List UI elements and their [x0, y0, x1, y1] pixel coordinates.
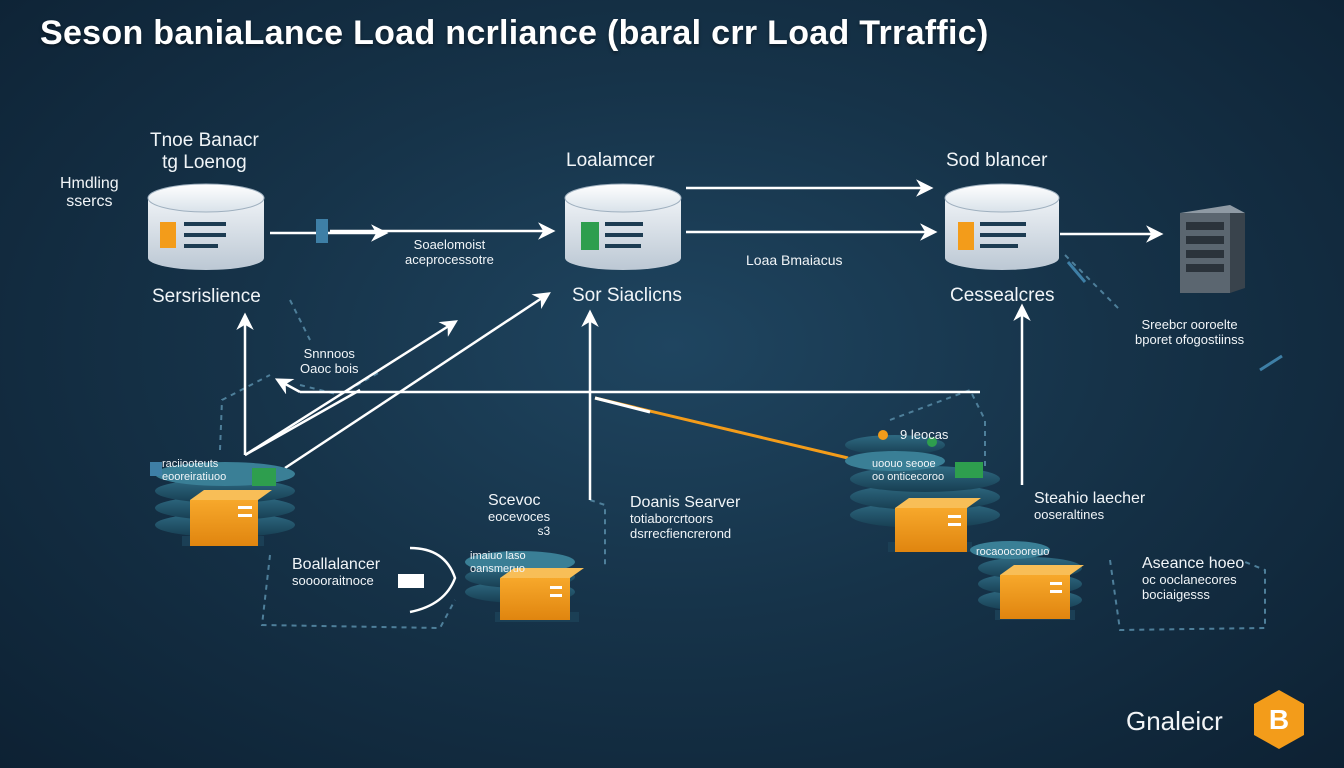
label-right-stack: uoouo seooe oo onticecoroo [872, 458, 945, 483]
server-rack-icon [1180, 205, 1245, 293]
balancer-cylinder-right [944, 183, 1060, 270]
label-boalalancer: Boallalancer sooooraitnoce [292, 556, 381, 589]
label-handling: Hmdling ssercs [60, 175, 119, 211]
brand-name: Gnaleicr [1126, 706, 1223, 736]
label-mid-small: Soaelomoist aceprocessotre [405, 237, 494, 267]
label-center-balancer: Loalamcer [566, 150, 655, 171]
label-load-bmalacs: Loaa Bmaiacus [746, 252, 843, 268]
balancer-cylinder-left [147, 183, 265, 270]
small-white-box [398, 574, 424, 588]
page-title: Seson baniaLance Load ncrliance (baral c… [40, 14, 989, 52]
label-tl-balancer: Tnoe Banacr tg Loenog [150, 130, 259, 173]
label-snoos: Snnnoos Oaoc bois [300, 346, 359, 376]
label-right-balancer: Sod blancer [946, 150, 1048, 171]
label-sor-slacions: Sor Siaclicns [572, 285, 682, 306]
label-bottom-right-stack: rocaoocooreuo [976, 546, 1050, 558]
server-stack-bottom-right [970, 541, 1084, 620]
label-cessealcres: Cessealcres [950, 285, 1055, 306]
label-seserslience: Sersrislience [152, 286, 261, 307]
brand-badge: B [1268, 704, 1290, 735]
plug-icon [316, 219, 328, 243]
label-left-stack: raciiooteuts eooreiratiuoo [162, 458, 227, 483]
label-mid-stack: imaiuo laso oansmeruo [470, 550, 526, 575]
brand-logo-icon [1254, 690, 1304, 749]
balancer-cylinder-center [564, 183, 682, 270]
label-doanis: Doanis Searver totiaborcrtoors dsrrecfie… [630, 494, 741, 542]
label-scevoc: Scevoc eocevoces s3 [488, 492, 551, 539]
server-stack-right [845, 430, 1000, 552]
label-stealio: Steahio laecher ooseraltines [1034, 490, 1146, 523]
flow-arrows [236, 179, 1164, 614]
server-stack-center [465, 551, 584, 622]
label-aseance: Aseance hoeo oc ooclanecores bociaigesss [1142, 555, 1245, 603]
server-stack-left [150, 462, 295, 546]
label-sreebor: Sreebcr ooroelte bporet ofogostiinss [1135, 317, 1245, 347]
label-right-top-stack: 9 leocas [900, 427, 949, 442]
